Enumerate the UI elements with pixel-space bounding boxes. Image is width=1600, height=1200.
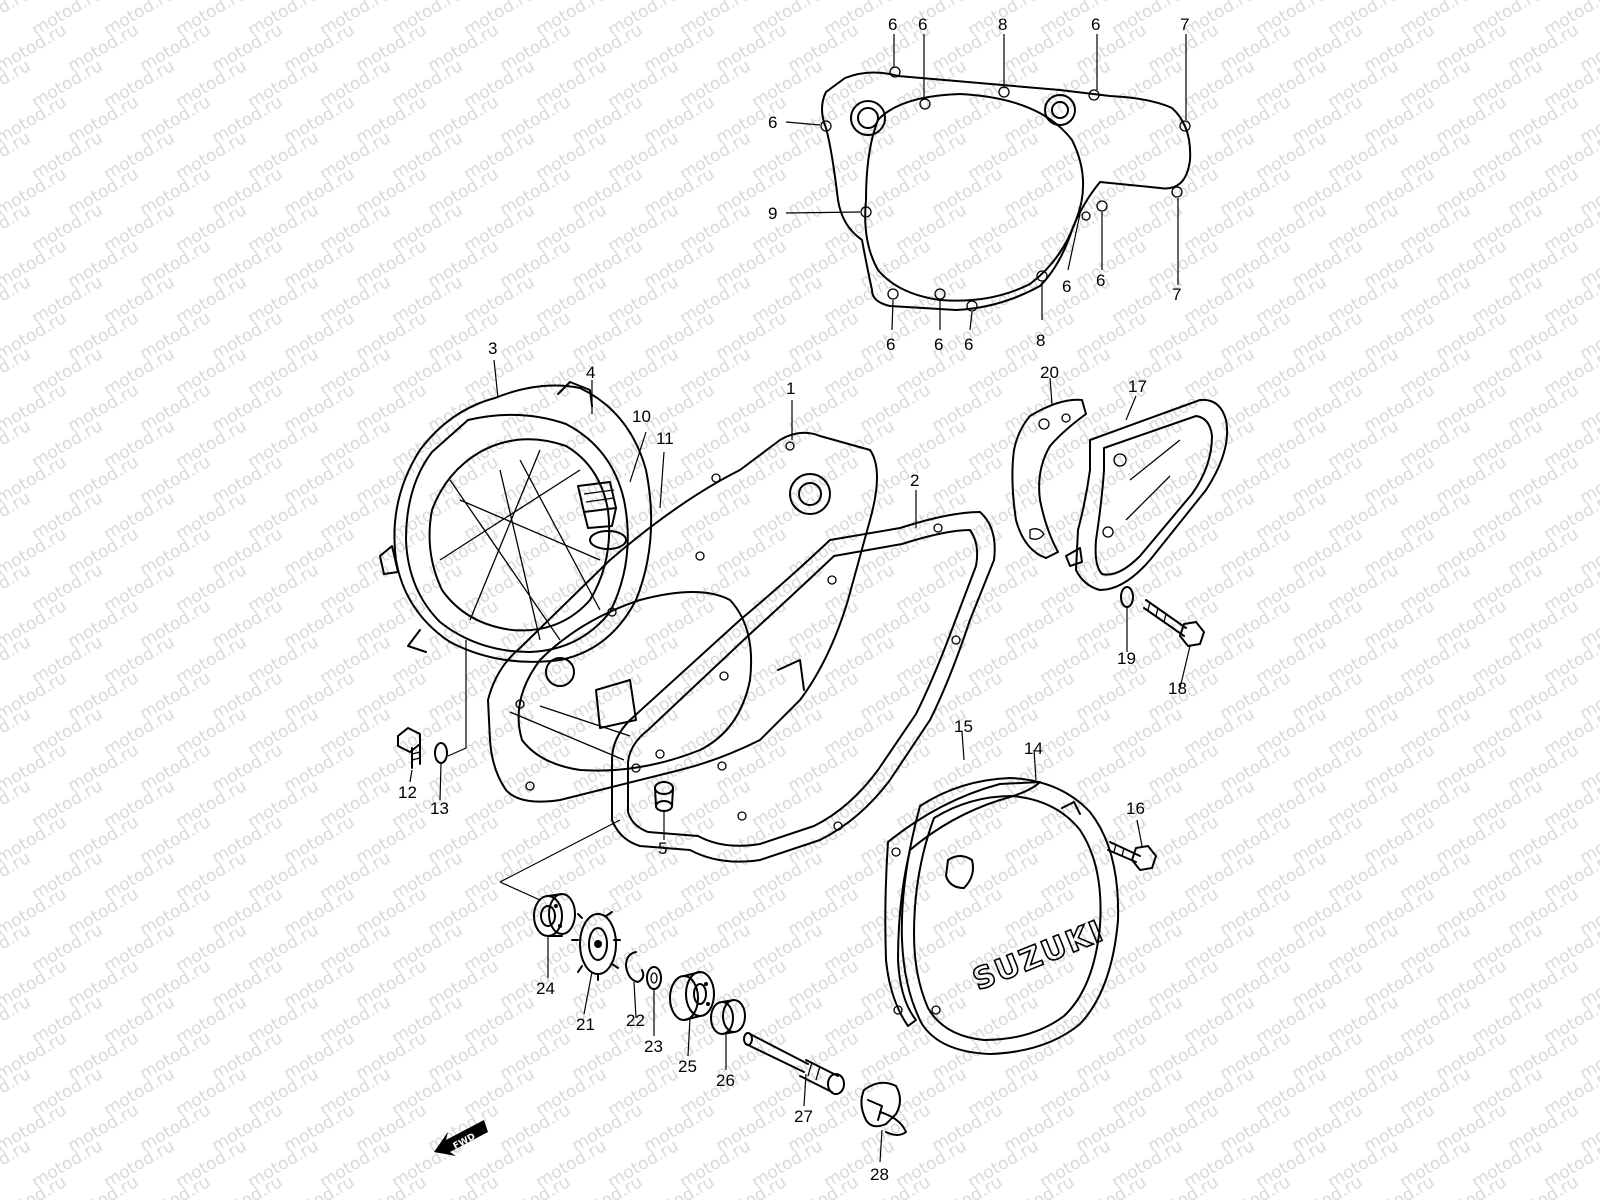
- washer-23: [646, 966, 662, 990]
- callout-18: 18: [1168, 679, 1187, 698]
- callout-7: 7: [1172, 285, 1181, 304]
- callout-19: 19: [1117, 649, 1136, 668]
- callout-22: 22: [626, 1011, 645, 1030]
- callout-13: 13: [430, 799, 449, 818]
- callout-17: 17: [1128, 377, 1147, 396]
- callout-28: 28: [870, 1165, 889, 1184]
- callout-6: 6: [964, 335, 973, 354]
- callout-6: 6: [1062, 277, 1071, 296]
- callout-12: 12: [398, 783, 417, 802]
- callout-6: 6: [1096, 271, 1105, 290]
- callout-27: 27: [794, 1107, 813, 1126]
- callout-2: 2: [910, 471, 919, 490]
- callout-6: 6: [886, 335, 895, 354]
- callout-9: 9: [768, 204, 777, 223]
- callout-14: 14: [1024, 739, 1043, 758]
- callout-6: 6: [918, 15, 927, 34]
- callout-8: 8: [1036, 331, 1045, 350]
- callout-6: 6: [934, 335, 943, 354]
- callout-5: 5: [658, 839, 667, 858]
- callout-23: 23: [644, 1037, 663, 1056]
- callout-8: 8: [998, 15, 1007, 34]
- callout-21: 21: [576, 1015, 595, 1034]
- callout-16: 16: [1126, 799, 1145, 818]
- washer-13: [434, 742, 448, 764]
- callout-6: 6: [768, 113, 777, 132]
- callout-6: 6: [888, 15, 897, 34]
- callout-3: 3: [488, 339, 497, 358]
- callout-10: 10: [632, 407, 651, 426]
- callout-24: 24: [536, 979, 555, 998]
- callout-11: 11: [656, 429, 674, 448]
- watermark-text: motod.ru: [1577, 0, 1600, 4]
- callout-25: 25: [678, 1057, 697, 1076]
- callout-7: 7: [1180, 15, 1189, 34]
- callout-15: 15: [954, 717, 973, 736]
- callout-4: 4: [586, 363, 595, 382]
- callout-6: 6: [1091, 15, 1100, 34]
- callout-1: 1: [786, 379, 795, 398]
- callout-26: 26: [716, 1071, 735, 1090]
- watermark-text: motod.ru: [0, 0, 34, 40]
- callout-20: 20: [1040, 363, 1059, 382]
